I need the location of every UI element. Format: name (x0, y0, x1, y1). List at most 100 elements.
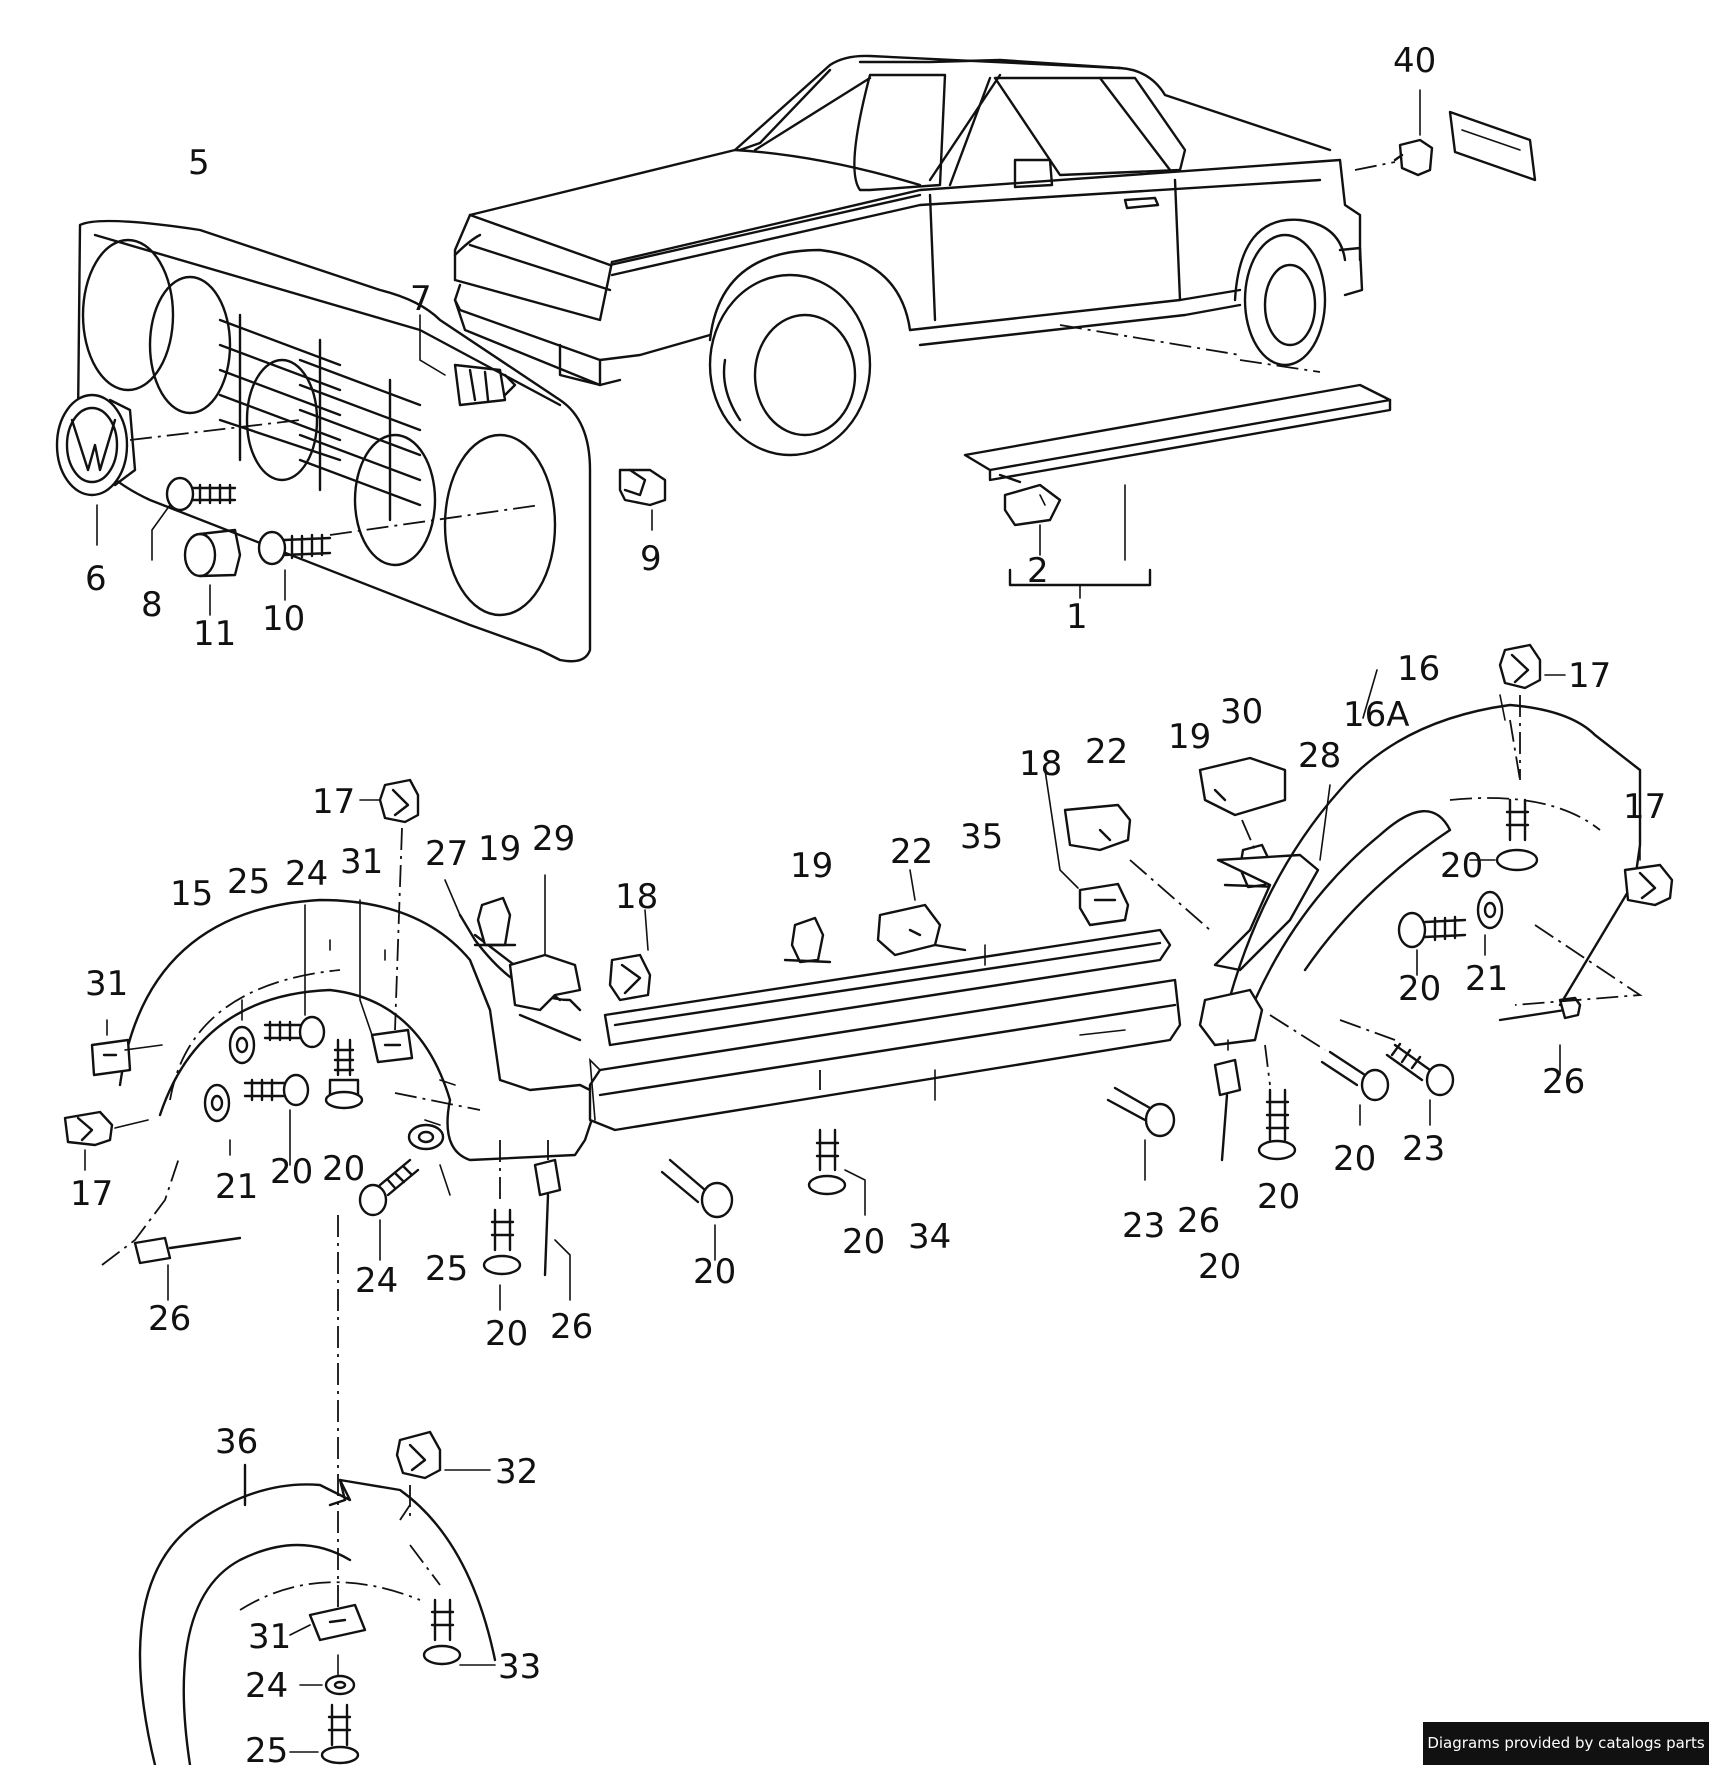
washer-25 (228, 999, 256, 1065)
label-31-b: 31 (85, 964, 128, 1004)
label-20-a: 20 (1440, 846, 1483, 886)
label-29: 29 (532, 819, 575, 859)
label-17-b: 17 (1623, 787, 1666, 827)
label-20-d: 20 (270, 1152, 313, 1192)
label-18-a: 18 (1019, 744, 1062, 784)
clip-17-right-side (1623, 829, 1674, 907)
label-16: 16 (1397, 649, 1440, 689)
wheel-arch-16 (1198, 669, 1642, 1047)
grille-5 (76, 219, 592, 663)
clip-17-top (359, 778, 420, 1031)
sill-strip-1 (963, 383, 1392, 599)
label-6: 6 (85, 559, 107, 599)
label-22-a: 22 (1085, 732, 1128, 772)
vw-emblem-6 (55, 393, 137, 546)
screw-20-sillA (660, 1158, 734, 1261)
label-26-a: 26 (1542, 1062, 1585, 1102)
clip-18-a (608, 909, 652, 1002)
wheel-arch-36 (138, 1215, 497, 1765)
label-20-f: 20 (1257, 1177, 1300, 1217)
badge-40 (1354, 89, 1537, 182)
label-8: 8 (141, 585, 163, 625)
label-20-e: 20 (322, 1149, 365, 1189)
rivet-26-right (1498, 924, 1643, 1076)
label-11: 11 (193, 614, 236, 654)
screw-33 (409, 1544, 496, 1666)
clip-31-mid (359, 899, 414, 1064)
label-17-d: 17 (70, 1174, 113, 1214)
clip-7 (419, 314, 517, 407)
screw-8 (151, 476, 237, 561)
screw-10 (257, 530, 332, 601)
label-27: 27 (425, 834, 468, 874)
label-31-a: 31 (340, 842, 383, 882)
label-19-c: 19 (478, 829, 521, 869)
clip-19-a (473, 896, 517, 947)
credit-banner: Diagrams provided by catalogs parts (1423, 1722, 1709, 1765)
label-24-a: 24 (285, 854, 328, 894)
label-31-c: 31 (248, 1617, 291, 1657)
washer-21-right (1476, 890, 1504, 956)
label-25-b: 25 (425, 1249, 468, 1289)
sill-strip-35 (603, 928, 1172, 1047)
screw-20-leftA (243, 1073, 310, 1166)
label-17-a: 17 (1568, 656, 1611, 696)
label-15: 15 (170, 874, 213, 914)
label-19-b: 19 (790, 846, 833, 886)
rivet-26-left (133, 1236, 242, 1301)
label-32: 32 (495, 1452, 538, 1492)
label-20-h: 20 (485, 1314, 528, 1354)
plug-11 (183, 528, 242, 616)
block-30 (1198, 756, 1287, 851)
washer-25-lower (407, 1123, 451, 1196)
wheel-arch-15 (101, 898, 602, 1266)
label-30: 30 (1220, 692, 1263, 732)
clip-18-b (1044, 769, 1130, 927)
rivet-26-center (1213, 1039, 1242, 1162)
screw-24-upper (263, 904, 326, 1049)
screw-20-sillB (807, 1128, 866, 1216)
washer-24-bottom (299, 1674, 356, 1696)
label-25-a: 25 (227, 862, 270, 902)
label-22-b: 22 (890, 832, 933, 872)
clip-17-right-top (1498, 643, 1566, 780)
label-25-c: 25 (245, 1731, 288, 1765)
screw-24-lower (358, 1158, 420, 1261)
screw-20-rightA (1469, 798, 1539, 872)
clip-31-bottom (289, 1603, 367, 1642)
label-17-c: 17 (312, 782, 355, 822)
label-2: 2 (1027, 551, 1049, 591)
screw-20-rightB (1397, 911, 1467, 976)
screw-20-center (1257, 1044, 1297, 1161)
label-24-c: 24 (245, 1666, 288, 1706)
label-26-c: 26 (550, 1307, 593, 1347)
label-20-b: 20 (1398, 969, 1441, 1009)
label-34: 34 (908, 1217, 951, 1257)
bracket-22-a (876, 869, 967, 957)
label-16A: 16A (1343, 695, 1410, 735)
label-21-a: 21 (1465, 959, 1508, 999)
clip-19-b (783, 916, 832, 964)
label-20-i: 20 (842, 1222, 885, 1262)
label-20-c: 20 (1333, 1139, 1376, 1179)
screw-20-leftB (324, 1038, 364, 1110)
screw-20-centerleft (482, 1140, 522, 1311)
clip-32 (395, 1430, 491, 1520)
label-33: 33 (498, 1647, 541, 1687)
clip-31-left (90, 1019, 163, 1077)
label-26-d: 26 (148, 1299, 191, 1339)
screw-25-bottom (289, 1703, 360, 1765)
label-21-b: 21 (215, 1167, 258, 1207)
label-26-b: 26 (1177, 1201, 1220, 1241)
label-18-b: 18 (615, 877, 658, 917)
screw-20-rightC (1269, 1014, 1390, 1126)
rivet-26-centerleft (533, 1140, 571, 1301)
bracket-29 (508, 874, 582, 1042)
screw-23-right (1339, 1019, 1455, 1126)
clip-9 (618, 468, 667, 531)
label-28: 28 (1298, 736, 1341, 776)
label-36: 36 (215, 1422, 258, 1462)
label-10: 10 (262, 599, 305, 639)
screw-23-center (1106, 1086, 1176, 1181)
